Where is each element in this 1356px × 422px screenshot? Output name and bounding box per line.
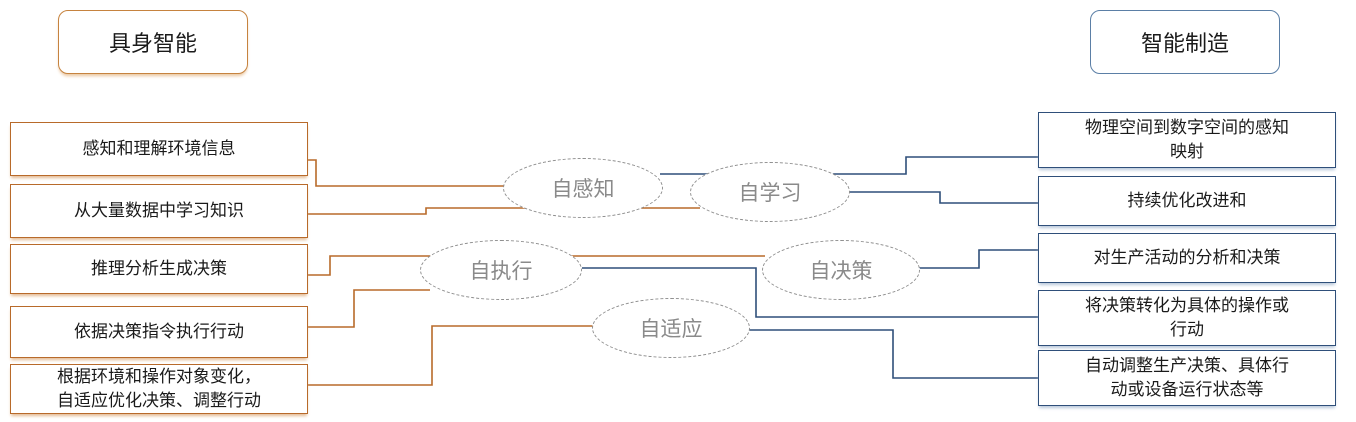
node-self-learning: 自学习 [690, 162, 850, 222]
connector-decide-right [918, 249, 1038, 269]
right-box-decision-to-action: 将决策转化为具体的操作或 行动 [1038, 290, 1336, 346]
connector-adapt-right [748, 329, 1038, 379]
right-box-perception-mapping: 物理空间到数字空间的感知 映射 [1038, 112, 1336, 168]
connector-learn-left [308, 207, 700, 215]
header-intelligent-manufacturing: 智能制造 [1090, 10, 1280, 74]
connector-execute-right [582, 267, 1038, 318]
right-box-auto-adjust-label: 自动调整生产决策、具体行 动或设备运行状态等 [1085, 356, 1289, 400]
node-self-execution: 自执行 [420, 240, 582, 300]
node-self-adaptation: 自适应 [592, 298, 750, 358]
right-box-analysis-decision: 对生产活动的分析和决策 [1038, 233, 1336, 283]
left-box-decision: 推理分析生成决策 [10, 244, 308, 294]
left-box-perception: 感知和理解环境信息 [10, 122, 308, 176]
left-box-learning: 从大量数据中学习知识 [10, 184, 308, 238]
left-box-learning-label: 从大量数据中学习知识 [74, 201, 244, 221]
node-self-decision: 自决策 [762, 240, 920, 300]
left-box-adaptation-label: 根据环境和操作对象变化， 自适应优化决策、调整行动 [57, 367, 261, 411]
connector-learn-right [848, 191, 1038, 204]
left-box-decision-label: 推理分析生成决策 [91, 259, 227, 279]
left-box-execution: 依据决策指令执行行动 [10, 306, 308, 358]
left-box-perception-label: 感知和理解环境信息 [82, 139, 236, 159]
node-self-perception: 自感知 [503, 158, 663, 218]
left-box-adaptation: 根据环境和操作对象变化， 自适应优化决策、调整行动 [10, 364, 308, 414]
right-box-continuous-optimization: 持续优化改进和 [1038, 176, 1336, 226]
right-box-perception-mapping-label: 物理空间到数字空间的感知 映射 [1085, 118, 1289, 162]
header-embodied-intelligence: 具身智能 [58, 10, 248, 74]
connector-perceive-left [308, 159, 505, 187]
right-box-continuous-optimization-label: 持续优化改进和 [1127, 191, 1247, 211]
right-box-decision-to-action-label: 将决策转化为具体的操作或 行动 [1085, 296, 1289, 340]
left-box-execution-label: 依据决策指令执行行动 [74, 322, 244, 342]
connector-adapt-left [308, 325, 594, 386]
right-box-auto-adjust: 自动调整生产决策、具体行 动或设备运行状态等 [1038, 350, 1336, 406]
right-box-analysis-decision-label: 对生产活动的分析和决策 [1093, 248, 1281, 268]
connector-execute-left [308, 289, 430, 328]
